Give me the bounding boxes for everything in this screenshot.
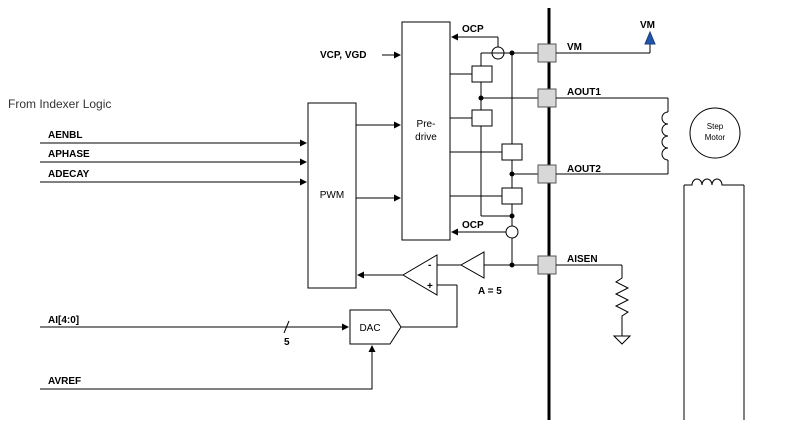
bus-width-label: 5 bbox=[284, 337, 290, 348]
aout1-pin-label: AOUT1 bbox=[567, 87, 601, 98]
ocp-bottom-sense-circle bbox=[505, 225, 519, 239]
dac-block bbox=[349, 309, 402, 345]
second-coil-icon bbox=[683, 178, 745, 420]
vm-supply-arrow-icon bbox=[644, 30, 656, 45]
pwm-block bbox=[307, 102, 357, 289]
predrive-label-line2: drive bbox=[415, 132, 437, 143]
dac-label: DAC bbox=[359, 323, 380, 334]
motor-coil-icon bbox=[661, 111, 669, 161]
comparator-icon bbox=[402, 254, 438, 296]
ocp-top-label: OCP bbox=[462, 24, 484, 35]
vm-node-dot bbox=[509, 50, 515, 56]
step-motor-icon bbox=[689, 107, 741, 159]
aenbl-label: AENBL bbox=[48, 130, 82, 141]
avref-label: AVREF bbox=[48, 376, 81, 387]
high-side-mosfet-a bbox=[450, 62, 493, 98]
motor-label-line2: Motor bbox=[705, 133, 726, 142]
comparator-minus-label: - bbox=[428, 260, 431, 271]
gain-amplifier-icon bbox=[459, 251, 485, 279]
motor-label-line1: Step bbox=[707, 122, 724, 131]
vcp-vgd-label: VCP, VGD bbox=[320, 50, 367, 61]
high-side-mosfet-b bbox=[450, 140, 523, 174]
ai-bus-label: AI[4:0] bbox=[48, 315, 79, 326]
dac-to-comparator-wire bbox=[401, 284, 458, 328]
avref-wire bbox=[40, 345, 376, 390]
indexer-logic-title: From Indexer Logic bbox=[8, 97, 111, 111]
comparator-plus-label: + bbox=[427, 281, 433, 292]
aisen-pin-label: AISEN bbox=[567, 254, 598, 265]
low-side-mosfet-b bbox=[450, 174, 523, 216]
vm-supply-label: VM bbox=[640, 20, 655, 31]
aisen-pin bbox=[537, 255, 557, 275]
predrive-label-line1: Pre- bbox=[417, 119, 436, 130]
aout1-pin bbox=[537, 88, 557, 108]
aphase-label: APHASE bbox=[48, 149, 90, 160]
aout2-pin-label: AOUT2 bbox=[567, 164, 601, 175]
bus-width-slash bbox=[283, 320, 290, 334]
vm-pin-label: VM bbox=[567, 42, 582, 53]
ground-icon bbox=[612, 335, 632, 345]
adecay-label: ADECAY bbox=[48, 169, 90, 180]
vm-pin bbox=[537, 43, 557, 63]
low-side-mosfet-a bbox=[450, 98, 493, 216]
pwm-label: PWM bbox=[320, 190, 344, 201]
gain-label: A = 5 bbox=[478, 286, 502, 297]
predrive-block bbox=[401, 21, 451, 241]
aout2-pin bbox=[537, 164, 557, 184]
sense-resistor-icon bbox=[614, 265, 630, 330]
ocp-bottom-label: OCP bbox=[462, 220, 484, 231]
